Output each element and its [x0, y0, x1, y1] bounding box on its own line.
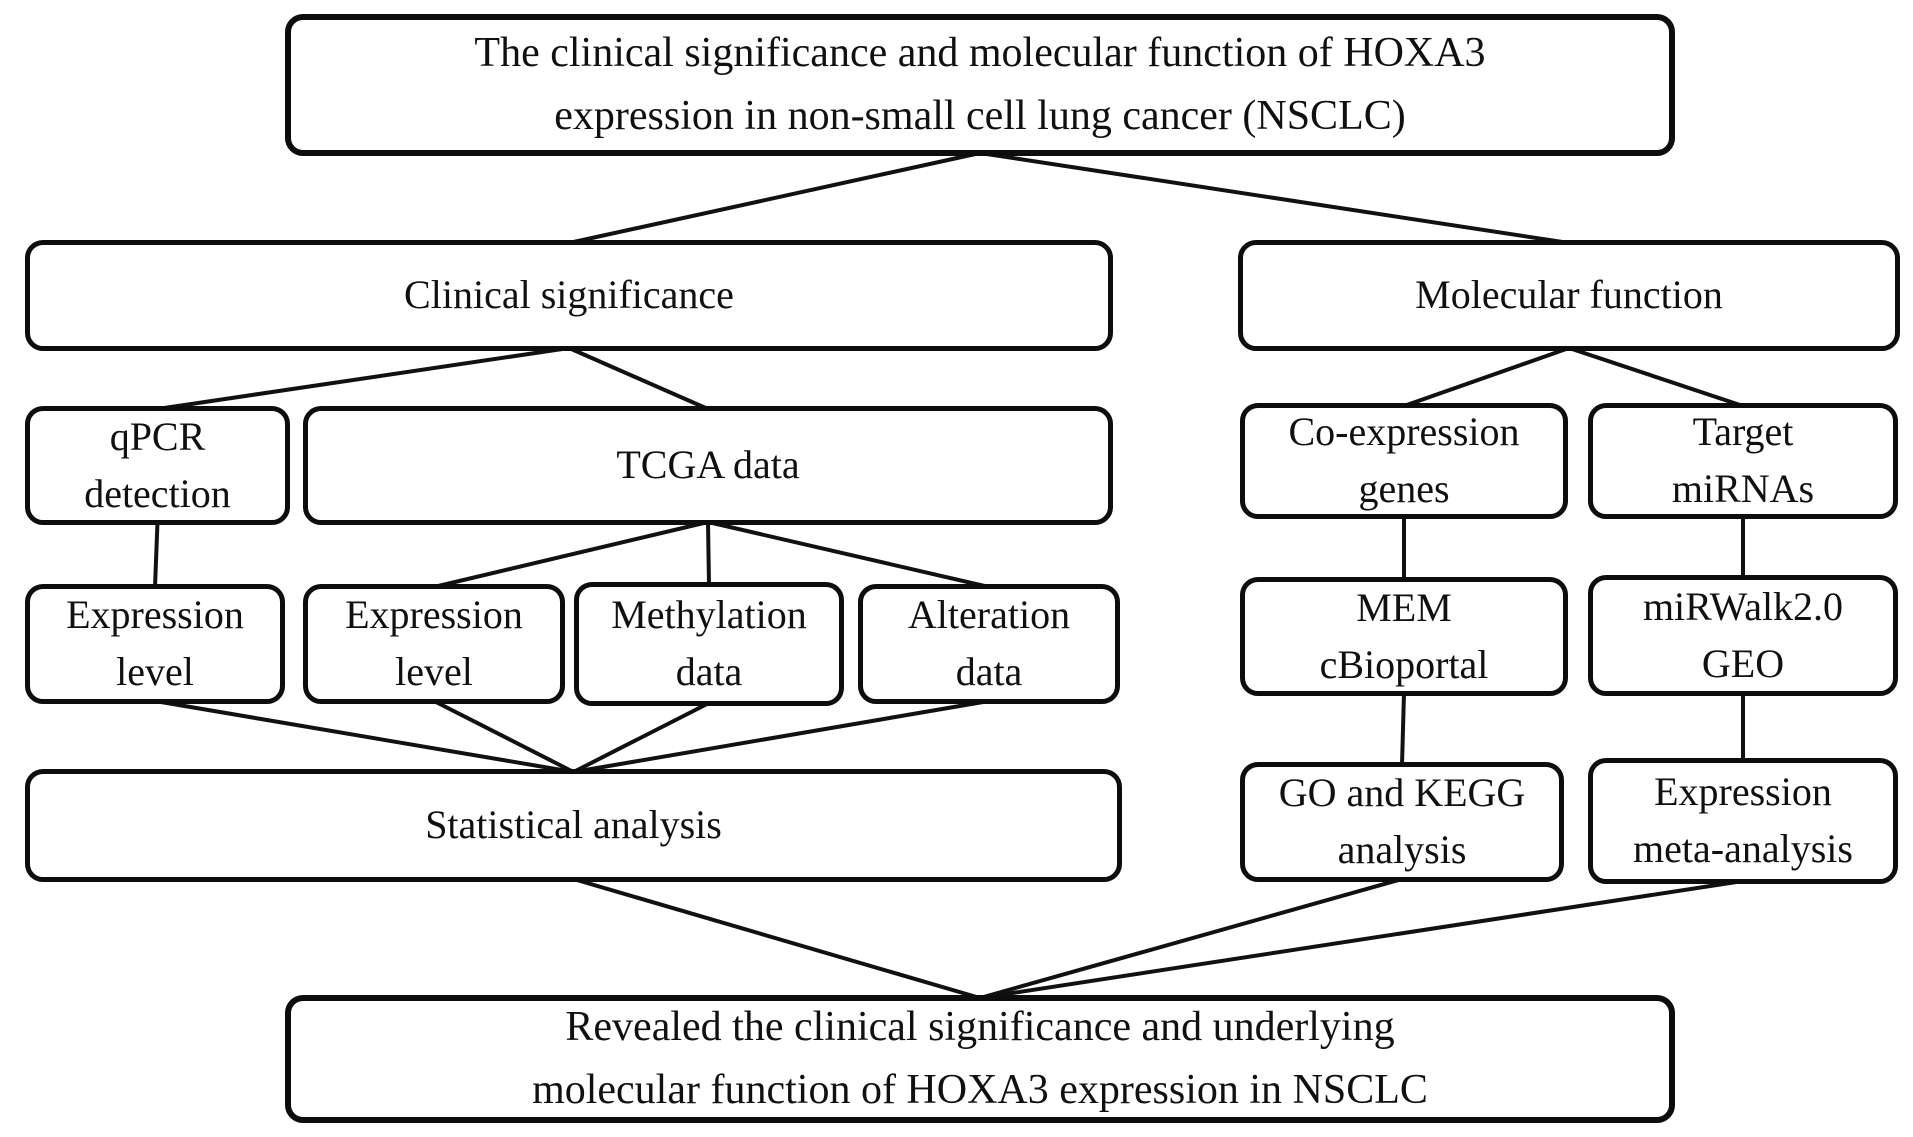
node-label-line: Methylation	[611, 592, 807, 638]
node-label-line: miRNAs	[1671, 466, 1815, 511]
node-expression-meta-analysis: Expression meta-analysis	[1588, 758, 1898, 884]
node-alteration-data: Alteration data	[858, 584, 1120, 704]
node-label-line: data	[675, 649, 743, 694]
edge-root-to-molecular	[979, 151, 1570, 245]
node-label-line: Molecular function	[1415, 272, 1723, 318]
node-label-line: Co-expression	[1288, 409, 1520, 455]
node-label-line: The clinical significance and molecular …	[474, 30, 1486, 76]
edge-molecular-to-coexp	[1403, 346, 1570, 408]
edge-expr1-to-stats	[154, 699, 574, 774]
node-label-line: qPCR	[109, 413, 206, 459]
node-methylation-data: Methylation data	[574, 582, 844, 706]
node-mirwalk-geo: miRWalk2.0 GEO	[1588, 575, 1898, 696]
node-co-expression-genes: Co-expression genes	[1240, 403, 1568, 519]
edge-methyl-to-stats	[572, 701, 710, 774]
node-mem-cbioportal: MEM cBioportal	[1240, 577, 1568, 696]
edge-gokegg-to-conclusion	[979, 877, 1403, 1000]
edge-stats-to-conclusion	[572, 877, 981, 1000]
node-statistical-analysis: Statistical analysis	[25, 769, 1122, 882]
node-label-line: meta-analysis	[1633, 826, 1853, 871]
node-label-line: expression in non-small cell lung cancer…	[554, 93, 1406, 139]
node-label-line: Clinical significance	[404, 272, 734, 318]
node-label-line: Statistical analysis	[425, 802, 722, 848]
edge-mem-to-gokegg	[1400, 692, 1406, 766]
node-target-mirnas: Target miRNAs	[1588, 403, 1898, 519]
node-label-line: Expression	[345, 592, 523, 638]
edge-tcga-to-methyl	[706, 521, 711, 586]
node-label-line: Revealed the clinical significance and u…	[565, 1004, 1395, 1050]
node-label-line: GEO	[1701, 640, 1785, 686]
node-label-line: molecular function of HOXA3 expression i…	[532, 1067, 1428, 1113]
edge-clinical-to-qpcr	[157, 346, 570, 411]
node-molecular-function: Molecular function	[1238, 240, 1900, 351]
node-label-line: GO and KEGG	[1278, 770, 1526, 816]
edge-clinical-to-tcga	[568, 346, 709, 411]
node-label-line: Expression	[1654, 769, 1832, 815]
node-go-kegg-analysis: GO and KEGG analysis	[1240, 762, 1564, 882]
node-label-line: Expression	[66, 592, 244, 638]
node-label-line: cBioportal	[1319, 641, 1489, 687]
edge-qpcr-to-expr1	[153, 521, 160, 588]
node-expression-level-tcga: Expression level	[303, 584, 565, 704]
edge-expr2-to-stats	[433, 699, 575, 774]
edge-tcga-to-alter	[707, 520, 990, 589]
node-label-line: TCGA data	[616, 442, 800, 488]
node-expression-level-qpcr: Expression level	[25, 584, 285, 704]
edge-alter-to-stats	[573, 699, 990, 774]
edge-meta-to-conclusion	[979, 879, 1744, 1000]
node-clinical-significance: Clinical significance	[25, 240, 1113, 351]
node-label-line: miRWalk2.0	[1642, 583, 1844, 629]
node-conclusion: Revealed the clinical significance and u…	[285, 995, 1675, 1123]
node-study-title: The clinical significance and molecular …	[285, 14, 1675, 156]
node-label-line: data	[955, 649, 1023, 694]
edge-molecular-to-mirna	[1568, 346, 1744, 408]
node-label-line: Alteration	[907, 592, 1071, 638]
node-label-line: Target	[1692, 409, 1794, 455]
node-label-line: analysis	[1337, 827, 1467, 872]
node-label-line: level	[116, 649, 194, 694]
node-label-line: MEM	[1356, 584, 1452, 630]
node-label-line: level	[395, 649, 473, 694]
node-tcga-data: TCGA data	[303, 406, 1113, 525]
node-label-line: genes	[1358, 466, 1450, 511]
edge-root-to-clinical	[568, 151, 981, 245]
node-qpcr-detection: qPCR detection	[25, 406, 290, 525]
edge-tcga-to-expr2	[433, 520, 709, 589]
node-label-line: detection	[84, 470, 231, 516]
